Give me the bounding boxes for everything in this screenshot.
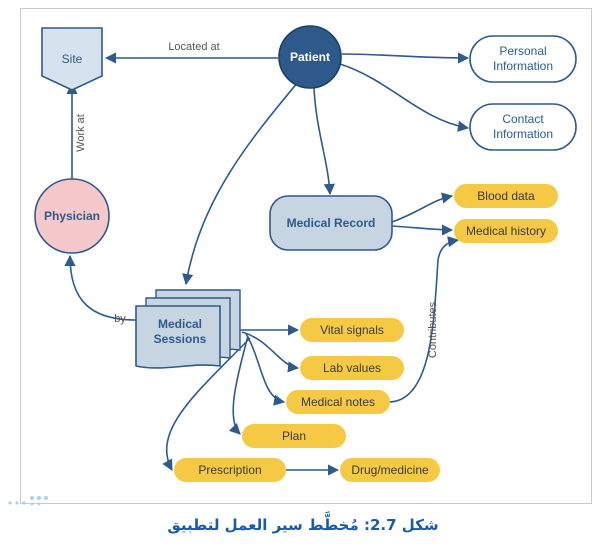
- drug-medicine-label: Drug/medicine: [351, 463, 429, 477]
- medical-sessions-label-2: Sessions: [154, 332, 207, 346]
- medical-history-label: Medical history: [466, 224, 546, 238]
- personal-label-2: Information: [493, 59, 553, 73]
- vital-signals-label: Vital signals: [320, 323, 384, 337]
- label-by: by: [114, 313, 126, 325]
- edge-sessions-prescription: [162, 337, 251, 471]
- label-work-at: Work at: [75, 114, 87, 152]
- plan-node: Plan: [242, 424, 346, 448]
- label-located-at: Located at: [168, 41, 219, 53]
- patient-node: Patient: [278, 25, 342, 89]
- blood-data-label: Blood data: [477, 189, 535, 203]
- label-contributes: Contributes: [427, 301, 439, 358]
- medical-sessions-label-1: Medical: [158, 317, 202, 331]
- contact-information-node: Contact Information: [469, 103, 577, 151]
- edge-record-blood: [391, 192, 454, 223]
- edge-patient-record: [313, 87, 335, 196]
- decorative-dots-icon: [8, 496, 48, 506]
- edge-patient-contact: [339, 63, 470, 132]
- lab-values-node: Lab values: [300, 356, 404, 380]
- medical-record-label: Medical Record: [287, 216, 376, 230]
- edge-record-history: [391, 224, 454, 236]
- vital-signals-node: Vital signals: [300, 318, 404, 342]
- medical-history-node: Medical history: [454, 219, 558, 243]
- medical-record-node: Medical Record: [269, 195, 393, 251]
- figure-caption: شكل 2.7: مُخطَّط سير العمل لتطبيق: [167, 516, 439, 534]
- edge-sessions-lab: [241, 331, 300, 373]
- contact-label-1: Contact: [502, 112, 544, 126]
- blood-data-node: Blood data: [454, 184, 558, 208]
- site-label: Site: [62, 52, 83, 66]
- edge-patient-sessions: [182, 81, 299, 286]
- edge-notes-history: [389, 236, 460, 403]
- drug-medicine-node: Drug/medicine: [340, 458, 440, 482]
- contact-label-2: Information: [493, 127, 553, 141]
- lab-values-label: Lab values: [323, 361, 381, 375]
- edge-sessions-plan: [228, 335, 249, 435]
- physician-node: Physician: [34, 178, 110, 254]
- edge-sessions-physician: [64, 254, 137, 321]
- medical-notes-label: Medical notes: [301, 395, 375, 409]
- physician-label: Physician: [44, 209, 100, 223]
- edge-sessions-notes: [245, 333, 286, 406]
- diagram-frame: [20, 8, 592, 504]
- medical-notes-node: Medical notes: [286, 390, 390, 414]
- prescription-node: Prescription: [174, 458, 286, 482]
- prescription-label: Prescription: [198, 463, 261, 477]
- plan-label: Plan: [282, 429, 306, 443]
- site-node: Site: [41, 27, 103, 91]
- personal-label-1: Personal: [499, 44, 546, 58]
- edge-patient-personal: [341, 52, 470, 64]
- patient-label: Patient: [290, 50, 330, 64]
- medical-sessions-node: Medical Sessions: [135, 289, 241, 369]
- personal-information-node: Personal Information: [469, 35, 577, 83]
